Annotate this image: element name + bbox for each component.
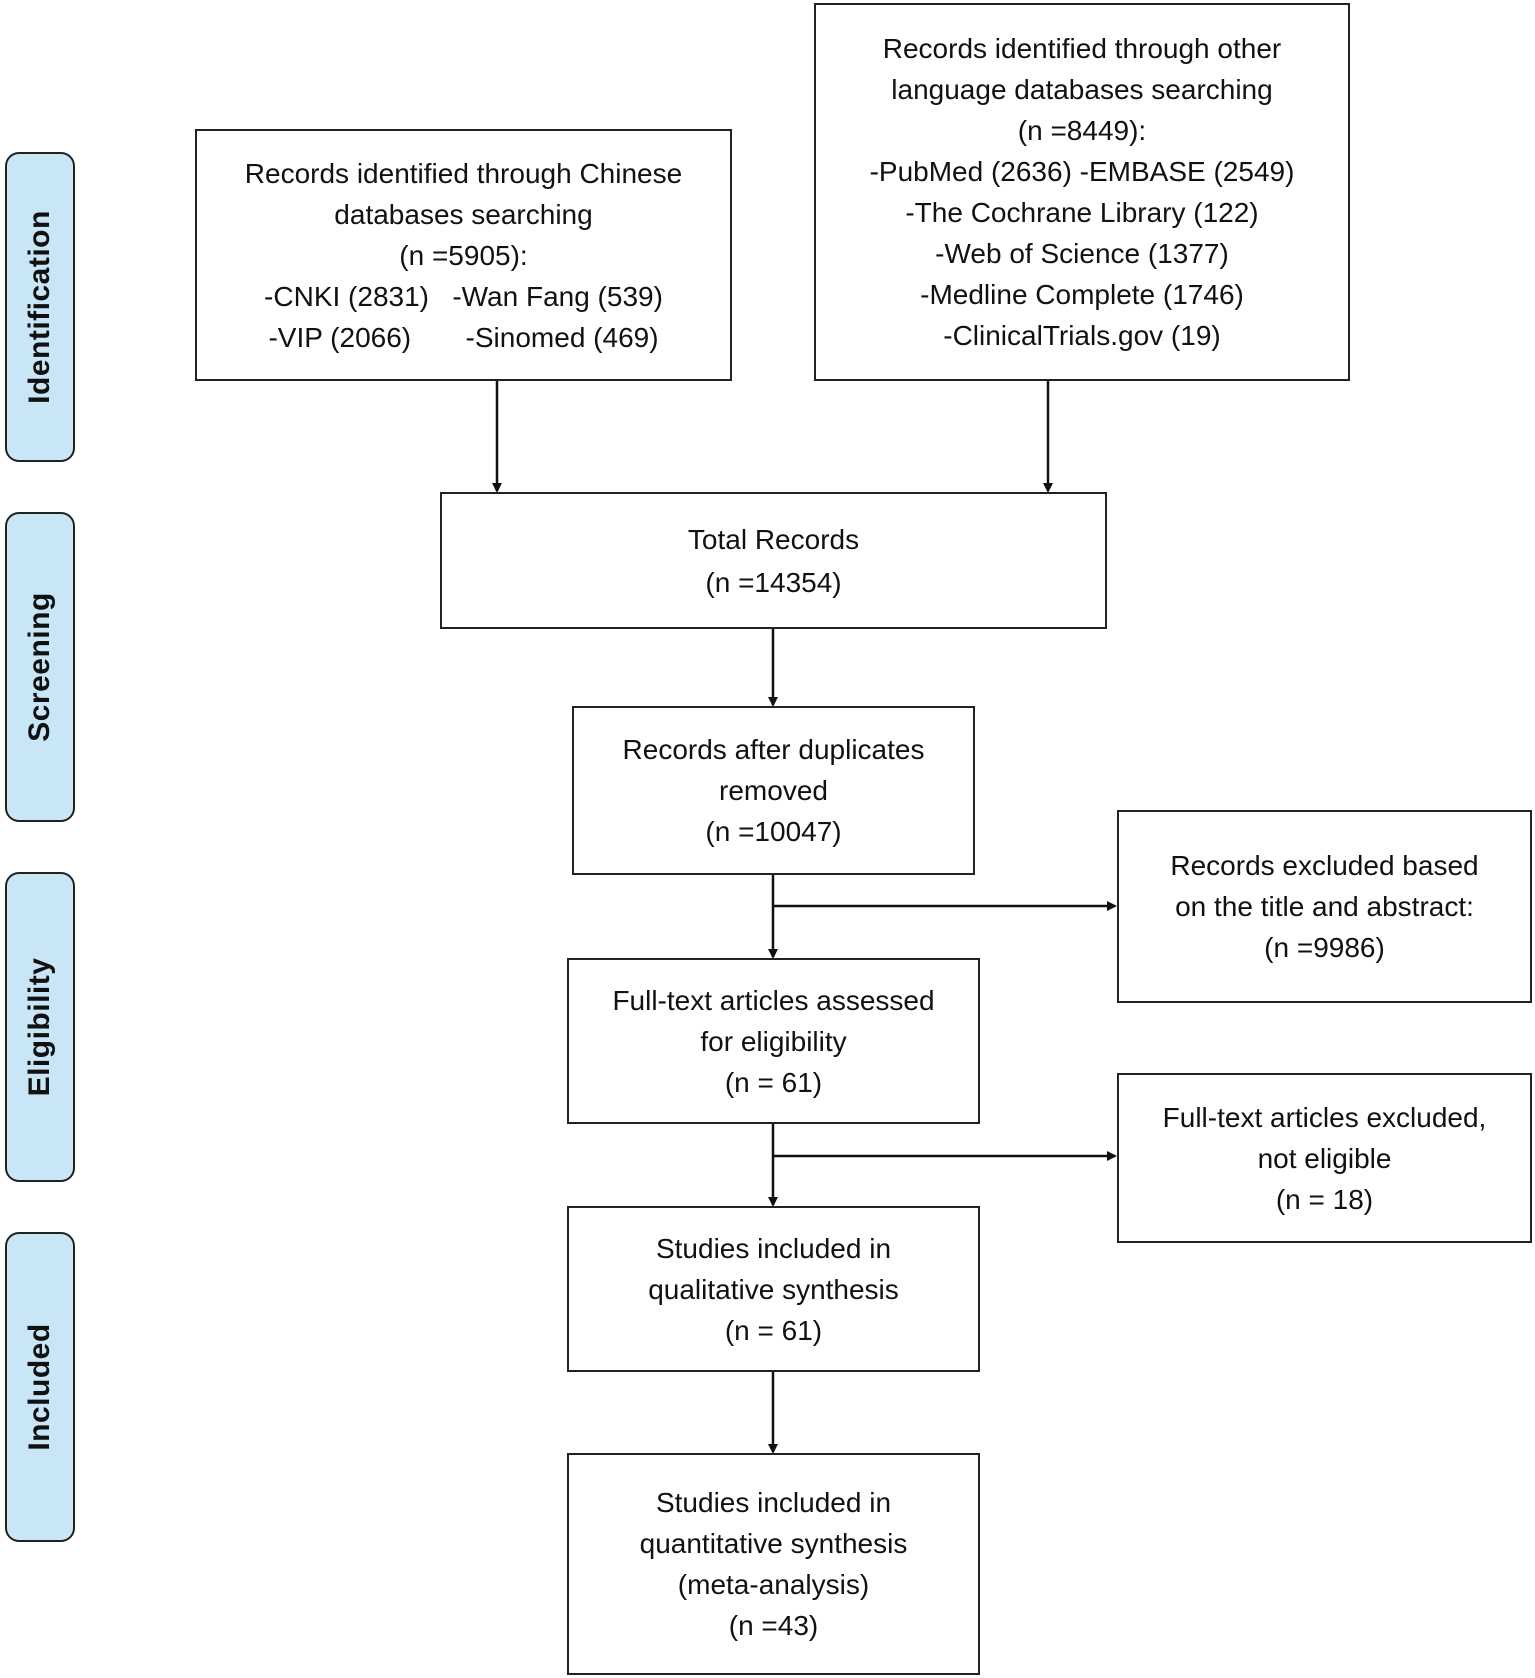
box-excluded-title-abstract: Records excluded based on the title and … — [1117, 810, 1532, 1003]
box-text-line: databases searching — [334, 198, 593, 230]
box-text-line: -ClinicalTrials.gov (19) — [943, 320, 1221, 351]
box-text-line: Records after duplicates — [622, 734, 925, 765]
box-text-line: -VIP (2066) -Sinomed (469) — [268, 321, 659, 353]
box-text-line: (meta-analysis) — [677, 1569, 870, 1600]
box-text-line: (n =10047) — [705, 816, 842, 847]
box-text-line: -Web of Science (1377) — [935, 238, 1229, 269]
box-text-line: Studies included in — [655, 1487, 892, 1518]
box-text-line: -CNKI (2831) -Wan Fang (539) — [264, 280, 663, 312]
box-text-line: Full-text articles excluded, — [1162, 1101, 1487, 1133]
box-text-line: Records identified through other — [882, 33, 1282, 64]
box-quantitative-synthesis: Studies included in quantitative synthes… — [567, 1453, 980, 1675]
box-text-line: qualitative synthesis — [648, 1273, 899, 1305]
box-full-text-assessed: Full-text articles assessed for eligibil… — [567, 958, 980, 1124]
box-full-text-excluded: Full-text articles excluded, not eligibl… — [1117, 1073, 1532, 1243]
box-text-line: (n = 61) — [724, 1314, 823, 1346]
phase-included: Included — [5, 1232, 75, 1542]
box-text-line: Total Records — [687, 523, 860, 555]
box-text-line: (n =8449): — [1017, 115, 1147, 146]
box-text-line: for eligibility — [700, 1025, 847, 1057]
box-total-records: Total Records (n =14354) — [440, 492, 1107, 629]
box-text-line: Full-text articles assessed — [612, 984, 935, 1016]
phase-identification: Identification — [5, 152, 75, 462]
box-text-line: -PubMed (2636) -EMBASE (2549) — [869, 156, 1295, 187]
box-text-line: Records excluded based — [1170, 850, 1479, 881]
phase-screening: Screening — [5, 512, 75, 822]
box-other-databases: Records identified through other languag… — [814, 3, 1350, 381]
box-text-line: (n = 61) — [724, 1066, 823, 1098]
box-text-line: Records identified through Chinese — [244, 157, 683, 189]
phase-eligibility: Eligibility — [5, 872, 75, 1182]
box-text-line: Studies included in — [655, 1232, 892, 1264]
box-qualitative-synthesis: Studies included in qualitative synthesi… — [567, 1206, 980, 1372]
box-text-line: (n = 18) — [1275, 1183, 1374, 1215]
box-text-line: -The Cochrane Library (122) — [905, 197, 1259, 228]
box-text-line: (n =43) — [728, 1610, 819, 1641]
box-text-line: language databases searching — [891, 74, 1273, 105]
box-text-line: quantitative synthesis — [639, 1528, 908, 1559]
box-chinese-databases: Records identified through Chinese datab… — [195, 129, 732, 381]
box-after-duplicates: Records after duplicates removed (n =100… — [572, 706, 975, 875]
box-text-line: (n =9986) — [1264, 932, 1385, 963]
box-text-line: -Medline Complete (1746) — [920, 279, 1244, 310]
box-text-line: on the title and abstract: — [1175, 891, 1474, 922]
box-text-line: (n =14354) — [705, 566, 842, 598]
box-text-line: not eligible — [1257, 1142, 1392, 1174]
box-text-line: removed — [719, 775, 828, 806]
box-text-line: (n =5905): — [399, 239, 528, 271]
